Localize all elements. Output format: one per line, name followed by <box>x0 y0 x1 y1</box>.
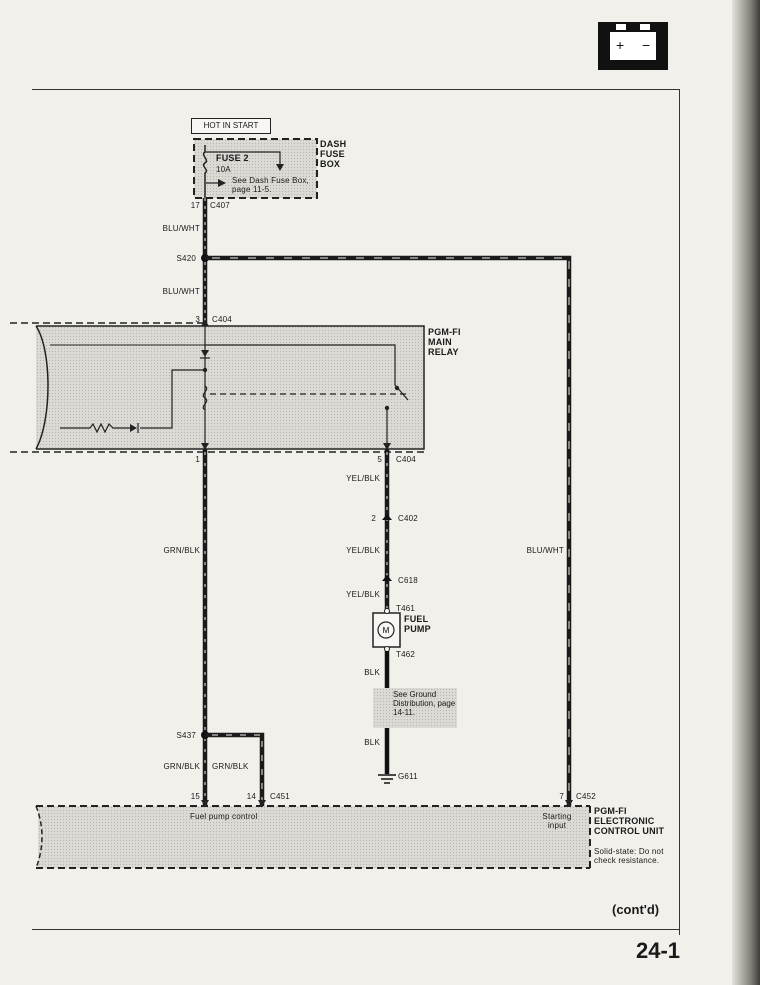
c451-pin-15: 15 <box>190 792 200 801</box>
wire-label-yel-blk-3: YEL/BLK <box>346 590 380 599</box>
page-edge-shadow <box>732 0 760 985</box>
relay-break-curve <box>35 325 49 450</box>
connector-c451: C451 <box>270 792 290 801</box>
wire-label-grn-blk-b: GRN/BLK <box>212 762 249 771</box>
ecu-shading <box>38 806 590 868</box>
hot-in-start-label: HOT IN START <box>191 118 271 134</box>
ecu-input-starting: Starting input <box>542 812 572 830</box>
c402-pin: 2 <box>371 514 376 523</box>
wire-label-grn-blk-a: GRN/BLK <box>163 762 200 771</box>
fuse-rating: 10A <box>216 165 231 174</box>
ground-distribution-note: See Ground Distribution, page 14-11. <box>373 688 457 728</box>
connector-c402-symbol <box>382 514 392 520</box>
wire-label-blu-wht-1: BLU/WHT <box>162 224 200 233</box>
connector-t462: T462 <box>396 650 416 659</box>
ecu-solid-state-note: Solid-state: Do not check resistance. <box>594 847 664 865</box>
wire-label-yel-blk-2: YEL/BLK <box>346 546 380 555</box>
motor-symbol: M <box>383 626 390 635</box>
connector-c618: C618 <box>398 576 418 585</box>
relay-contact-a <box>205 344 409 401</box>
relay-shading <box>36 326 424 449</box>
connector-t461: T461 <box>396 604 416 613</box>
pin-17: 17 <box>190 201 200 210</box>
relay-pin-1: 1 <box>195 455 200 464</box>
pgm-fi-main-relay-label: PGM-FI MAIN RELAY <box>428 327 461 357</box>
relay-connector-bottom: C404 <box>396 455 416 464</box>
relay-pin-5: 5 <box>377 455 382 464</box>
fuel-pump-motor <box>377 621 395 639</box>
fuse-note-arrow <box>218 179 226 187</box>
fuse-box-outline <box>193 138 318 199</box>
c452-pin-7: 7 <box>559 792 564 801</box>
relay-pin-3: 3 <box>195 315 200 324</box>
page-number: 24-1 <box>636 938 681 963</box>
fuse-symbol <box>202 145 208 198</box>
continued-label: (cont'd) <box>612 902 660 917</box>
relay-coil <box>202 385 208 411</box>
c451-pin-14: 14 <box>246 792 256 801</box>
right-margin-rule <box>679 89 680 935</box>
wire-stripe-to-ecu <box>212 257 570 806</box>
wire-label-blk-1: BLK <box>364 668 380 677</box>
fuse-box-note: See Dash Fuse Box, page 11-5. <box>232 176 309 194</box>
connector-c407: C407 <box>210 201 230 210</box>
ecu-input-fuel-pump-control: Fuel pump control <box>190 812 258 821</box>
relay-outline <box>36 325 425 450</box>
wire-label-blk-2: BLK <box>364 738 380 747</box>
connector-c402: C402 <box>398 514 418 523</box>
ground-g611: G611 <box>398 772 418 781</box>
fuse-name: FUSE 2 <box>216 153 249 163</box>
fuel-pump-label: FUEL PUMP <box>404 614 431 634</box>
battery-icon: + − <box>598 22 668 70</box>
header-rule <box>32 89 680 90</box>
wire-label-grn-blk-main: GRN/BLK <box>163 546 200 555</box>
relay-connector-top: C404 <box>212 315 232 324</box>
splice-label-s420: S420 <box>176 254 196 263</box>
splice-label-s437: S437 <box>176 731 196 740</box>
fuse-arrow-down <box>276 164 284 171</box>
dash-fuse-box-label: DASH FUSE BOX <box>320 139 347 169</box>
wire-label-blu-wht-right: BLU/WHT <box>526 546 564 555</box>
connector-c452: C452 <box>576 792 596 801</box>
wire-label-blu-wht-2: BLU/WHT <box>162 287 200 296</box>
relay-diode <box>201 350 209 357</box>
relay-diode-2 <box>130 424 137 432</box>
relay-resistor <box>60 422 130 434</box>
wire-label-yel-blk-1: YEL/BLK <box>346 474 380 483</box>
fuse-feed-line <box>205 151 281 168</box>
connector-c618-symbol <box>382 575 392 581</box>
footer-rule <box>32 929 680 930</box>
fuse-box-shading <box>194 139 317 198</box>
pgm-fi-ecu-label: PGM-FI ELECTRONIC CONTROL UNIT <box>594 806 665 836</box>
wire-grn-blk-branch <box>205 732 265 806</box>
